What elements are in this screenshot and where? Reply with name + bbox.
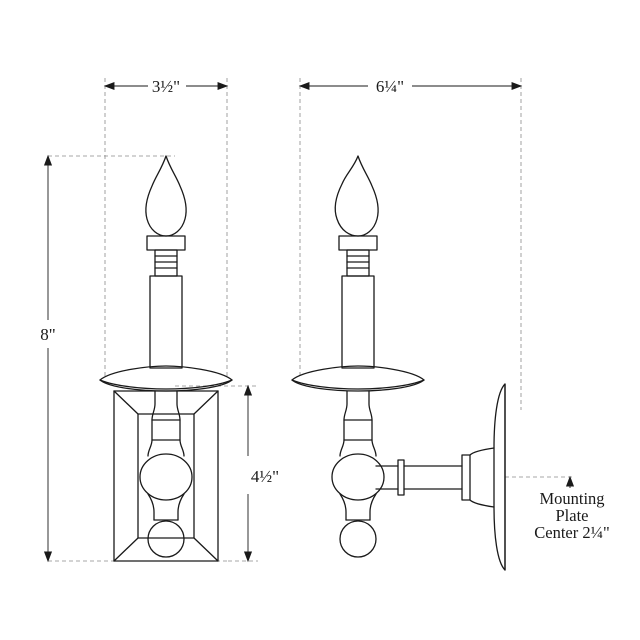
dimension-backplate-height — [243, 384, 253, 563]
front-backplate — [113, 390, 219, 562]
side-wall-plate — [469, 383, 506, 571]
front-candle-tube — [146, 235, 186, 369]
mounting-plate-note-line2: Plate — [556, 506, 589, 525]
front-stem — [139, 390, 193, 558]
side-stem — [331, 390, 385, 558]
mounting-plate-note-line1: Mounting — [539, 489, 604, 508]
front-socket — [154, 249, 178, 277]
dimension-front-width — [103, 81, 229, 91]
guide-lines — [48, 78, 575, 562]
dimension-lines — [43, 81, 575, 563]
side-flame-icon — [334, 155, 379, 237]
front-bobeche — [99, 365, 233, 392]
dimension-overall-height-label: 8" — [40, 325, 55, 344]
side-socket — [346, 249, 370, 277]
dimension-backplate-height-label: 4½" — [251, 467, 279, 486]
dimension-projection-depth — [298, 81, 523, 91]
front-flame-icon — [145, 155, 187, 237]
front-view — [99, 155, 233, 562]
side-view — [291, 155, 506, 571]
dimension-projection-depth-label: 6¼" — [376, 77, 404, 96]
side-bobeche — [291, 365, 425, 392]
side-candle-tube — [338, 235, 378, 369]
side-mounting-arm — [375, 454, 471, 501]
dimension-overall-height — [43, 154, 53, 563]
dimension-front-width-label: 3½" — [152, 77, 180, 96]
mounting-plate-note-line3: Center 2¼" — [534, 523, 609, 542]
mounting-plate-leader — [565, 475, 575, 488]
